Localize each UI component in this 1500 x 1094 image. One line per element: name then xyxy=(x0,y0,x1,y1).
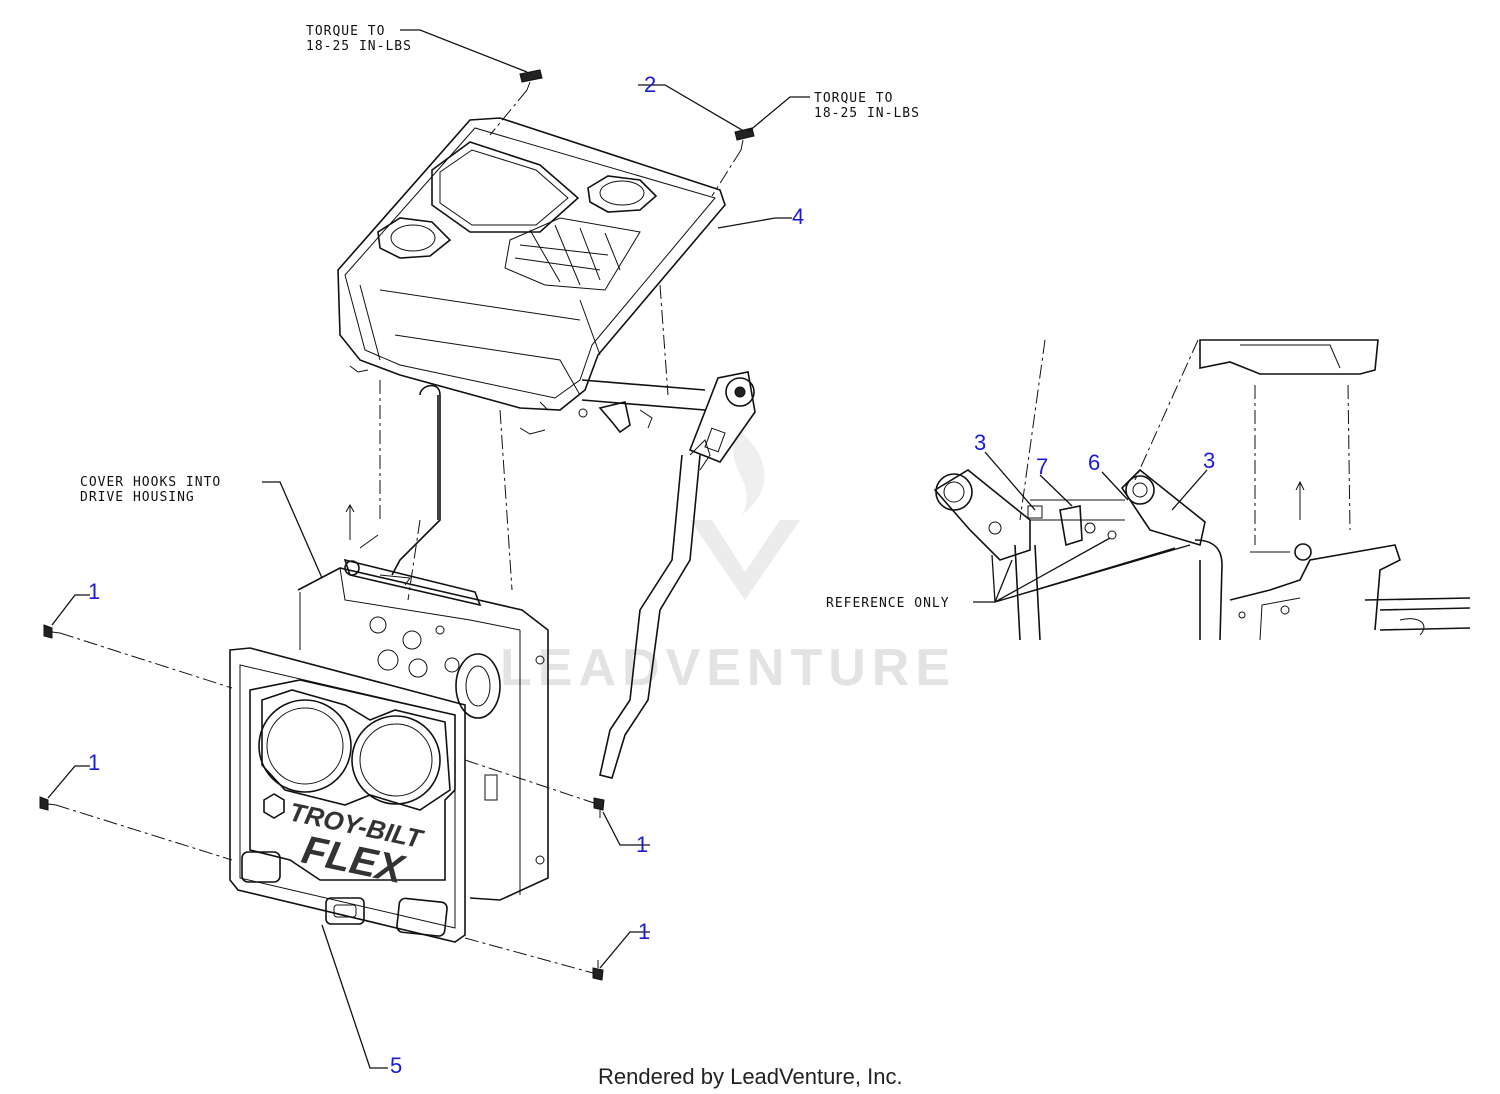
reference-only-note: REFERENCE ONLY xyxy=(826,596,950,611)
callout-6: 6 xyxy=(1088,450,1100,475)
front-cover-part: TROY-BILT FLEX xyxy=(229,647,466,943)
watermark-emblem-icon xyxy=(690,520,800,600)
watermark-flame-icon xyxy=(733,430,765,515)
top-cover-part xyxy=(337,117,726,435)
torque-note-right-line-1: TORQUE TO xyxy=(814,91,893,106)
callout-2: 2 xyxy=(644,72,656,97)
callout-3-left: 3 xyxy=(974,430,986,455)
callout-5: 5 xyxy=(390,1053,402,1078)
footer-credit: Rendered by LeadVenture, Inc. xyxy=(598,1064,903,1089)
callout-1-upper-left: 1 xyxy=(88,579,100,604)
leader-lines xyxy=(47,29,1208,1069)
screw-part-1-lower-left xyxy=(39,796,57,811)
torque-note-right-line-2: 18-25 IN-LBS xyxy=(814,106,920,121)
screw-part-2-left xyxy=(519,69,543,91)
watermark: LEADVENTURE xyxy=(500,430,956,697)
handle-frame-part xyxy=(391,371,756,779)
callout-1-right-bottom: 1 xyxy=(638,919,650,944)
callout-7: 7 xyxy=(1036,454,1048,479)
callout-3-right: 3 xyxy=(1203,448,1215,473)
screw-part-1-right-bottom xyxy=(592,960,604,981)
callout-1-right-mid: 1 xyxy=(636,832,648,857)
torque-note-top-line-1: TORQUE TO xyxy=(306,24,385,39)
callout-1-lower-left: 1 xyxy=(88,750,100,775)
screw-part-2-right xyxy=(734,127,755,151)
cover-hooks-note-line-1: COVER HOOKS INTO xyxy=(80,475,221,490)
reference-detail xyxy=(933,339,1471,641)
drive-housing-part xyxy=(297,558,549,901)
screw-part-1-upper-left xyxy=(43,624,61,639)
screw-part-1-right-mid xyxy=(593,797,605,818)
logo-hex-icon xyxy=(263,793,285,819)
cover-hooks-note-line-2: DRIVE HOUSING xyxy=(80,490,195,505)
torque-note-top-line-2: 18-25 IN-LBS xyxy=(306,39,412,54)
watermark-text: LEADVENTURE xyxy=(500,639,956,697)
callout-4: 4 xyxy=(792,204,804,229)
